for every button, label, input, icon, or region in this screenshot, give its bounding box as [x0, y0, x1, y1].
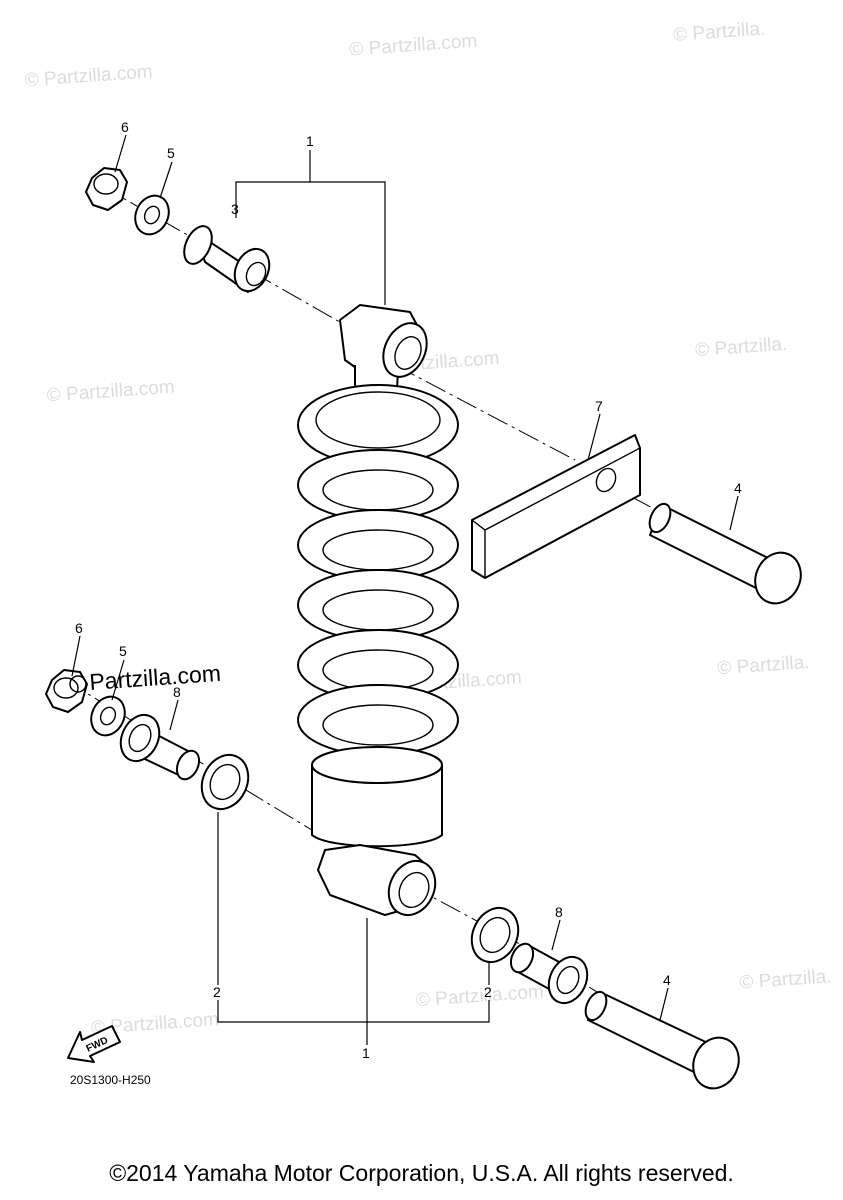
bearing-right-part — [470, 906, 520, 964]
nut-lower-part — [45, 669, 88, 713]
callout-4-upper: 4 — [734, 480, 742, 496]
callout-7: 7 — [595, 398, 603, 414]
washer-lower-part — [90, 695, 126, 737]
copyright-circle-icon — [69, 675, 87, 693]
callout-2-left: 2 — [213, 984, 221, 1000]
diagram-code: 20S1300-H250 — [70, 1073, 151, 1087]
collar-part — [183, 225, 271, 293]
leader-lines — [71, 134, 739, 1045]
callout-8-right: 8 — [555, 904, 563, 920]
watermark-text: © Partzilla.com — [349, 31, 478, 61]
watermark-text: © Partzilla.com — [415, 981, 544, 1011]
washer-upper-part — [134, 194, 170, 236]
callout-4-lower: 4 — [663, 972, 671, 988]
callout-6-upper: 6 — [121, 119, 129, 135]
callout-8-left: 8 — [173, 684, 181, 700]
callout-5-upper: 5 — [167, 145, 175, 161]
callout-3: 3 — [231, 201, 239, 217]
callout-2-right: 2 — [484, 984, 492, 1000]
callout-labels: 1 3 6 5 7 4 6 5 8 2 2 1 8 4 — [75, 119, 742, 1061]
watermark-text: © Partzilla. — [695, 334, 788, 361]
copyright-notice: ©2014 Yamaha Motor Corporation, U.S.A. A… — [109, 1160, 734, 1186]
bracket-part — [471, 434, 641, 579]
callout-6-lower: 6 — [75, 620, 83, 636]
watermark-text: © Partzilla. — [673, 19, 766, 46]
watermark-text: © Partzilla. — [739, 966, 832, 993]
callout-1-top: 1 — [306, 133, 314, 149]
nut-upper-part — [85, 167, 128, 211]
fwd-arrow-icon: FWD — [67, 1025, 121, 1063]
bearing-left-part — [200, 753, 250, 811]
collar-right-part — [509, 942, 589, 1005]
partzilla-logo-watermark: Partzilla.com — [69, 660, 222, 695]
bolt-lower-part — [584, 990, 740, 1090]
rear-shock-absorber-part — [297, 304, 459, 917]
bolt-upper-part — [648, 502, 802, 605]
watermark-text: © Partzilla. — [717, 652, 810, 679]
partzilla-logo-text: Partzilla.com — [89, 660, 222, 695]
callout-1-bottom: 1 — [362, 1045, 370, 1061]
collar-left-part — [119, 713, 201, 781]
callout-5-lower: 5 — [119, 643, 127, 659]
watermark-text: © Partzilla.com — [46, 377, 175, 407]
watermark-text: © Partzilla.com — [24, 61, 153, 91]
